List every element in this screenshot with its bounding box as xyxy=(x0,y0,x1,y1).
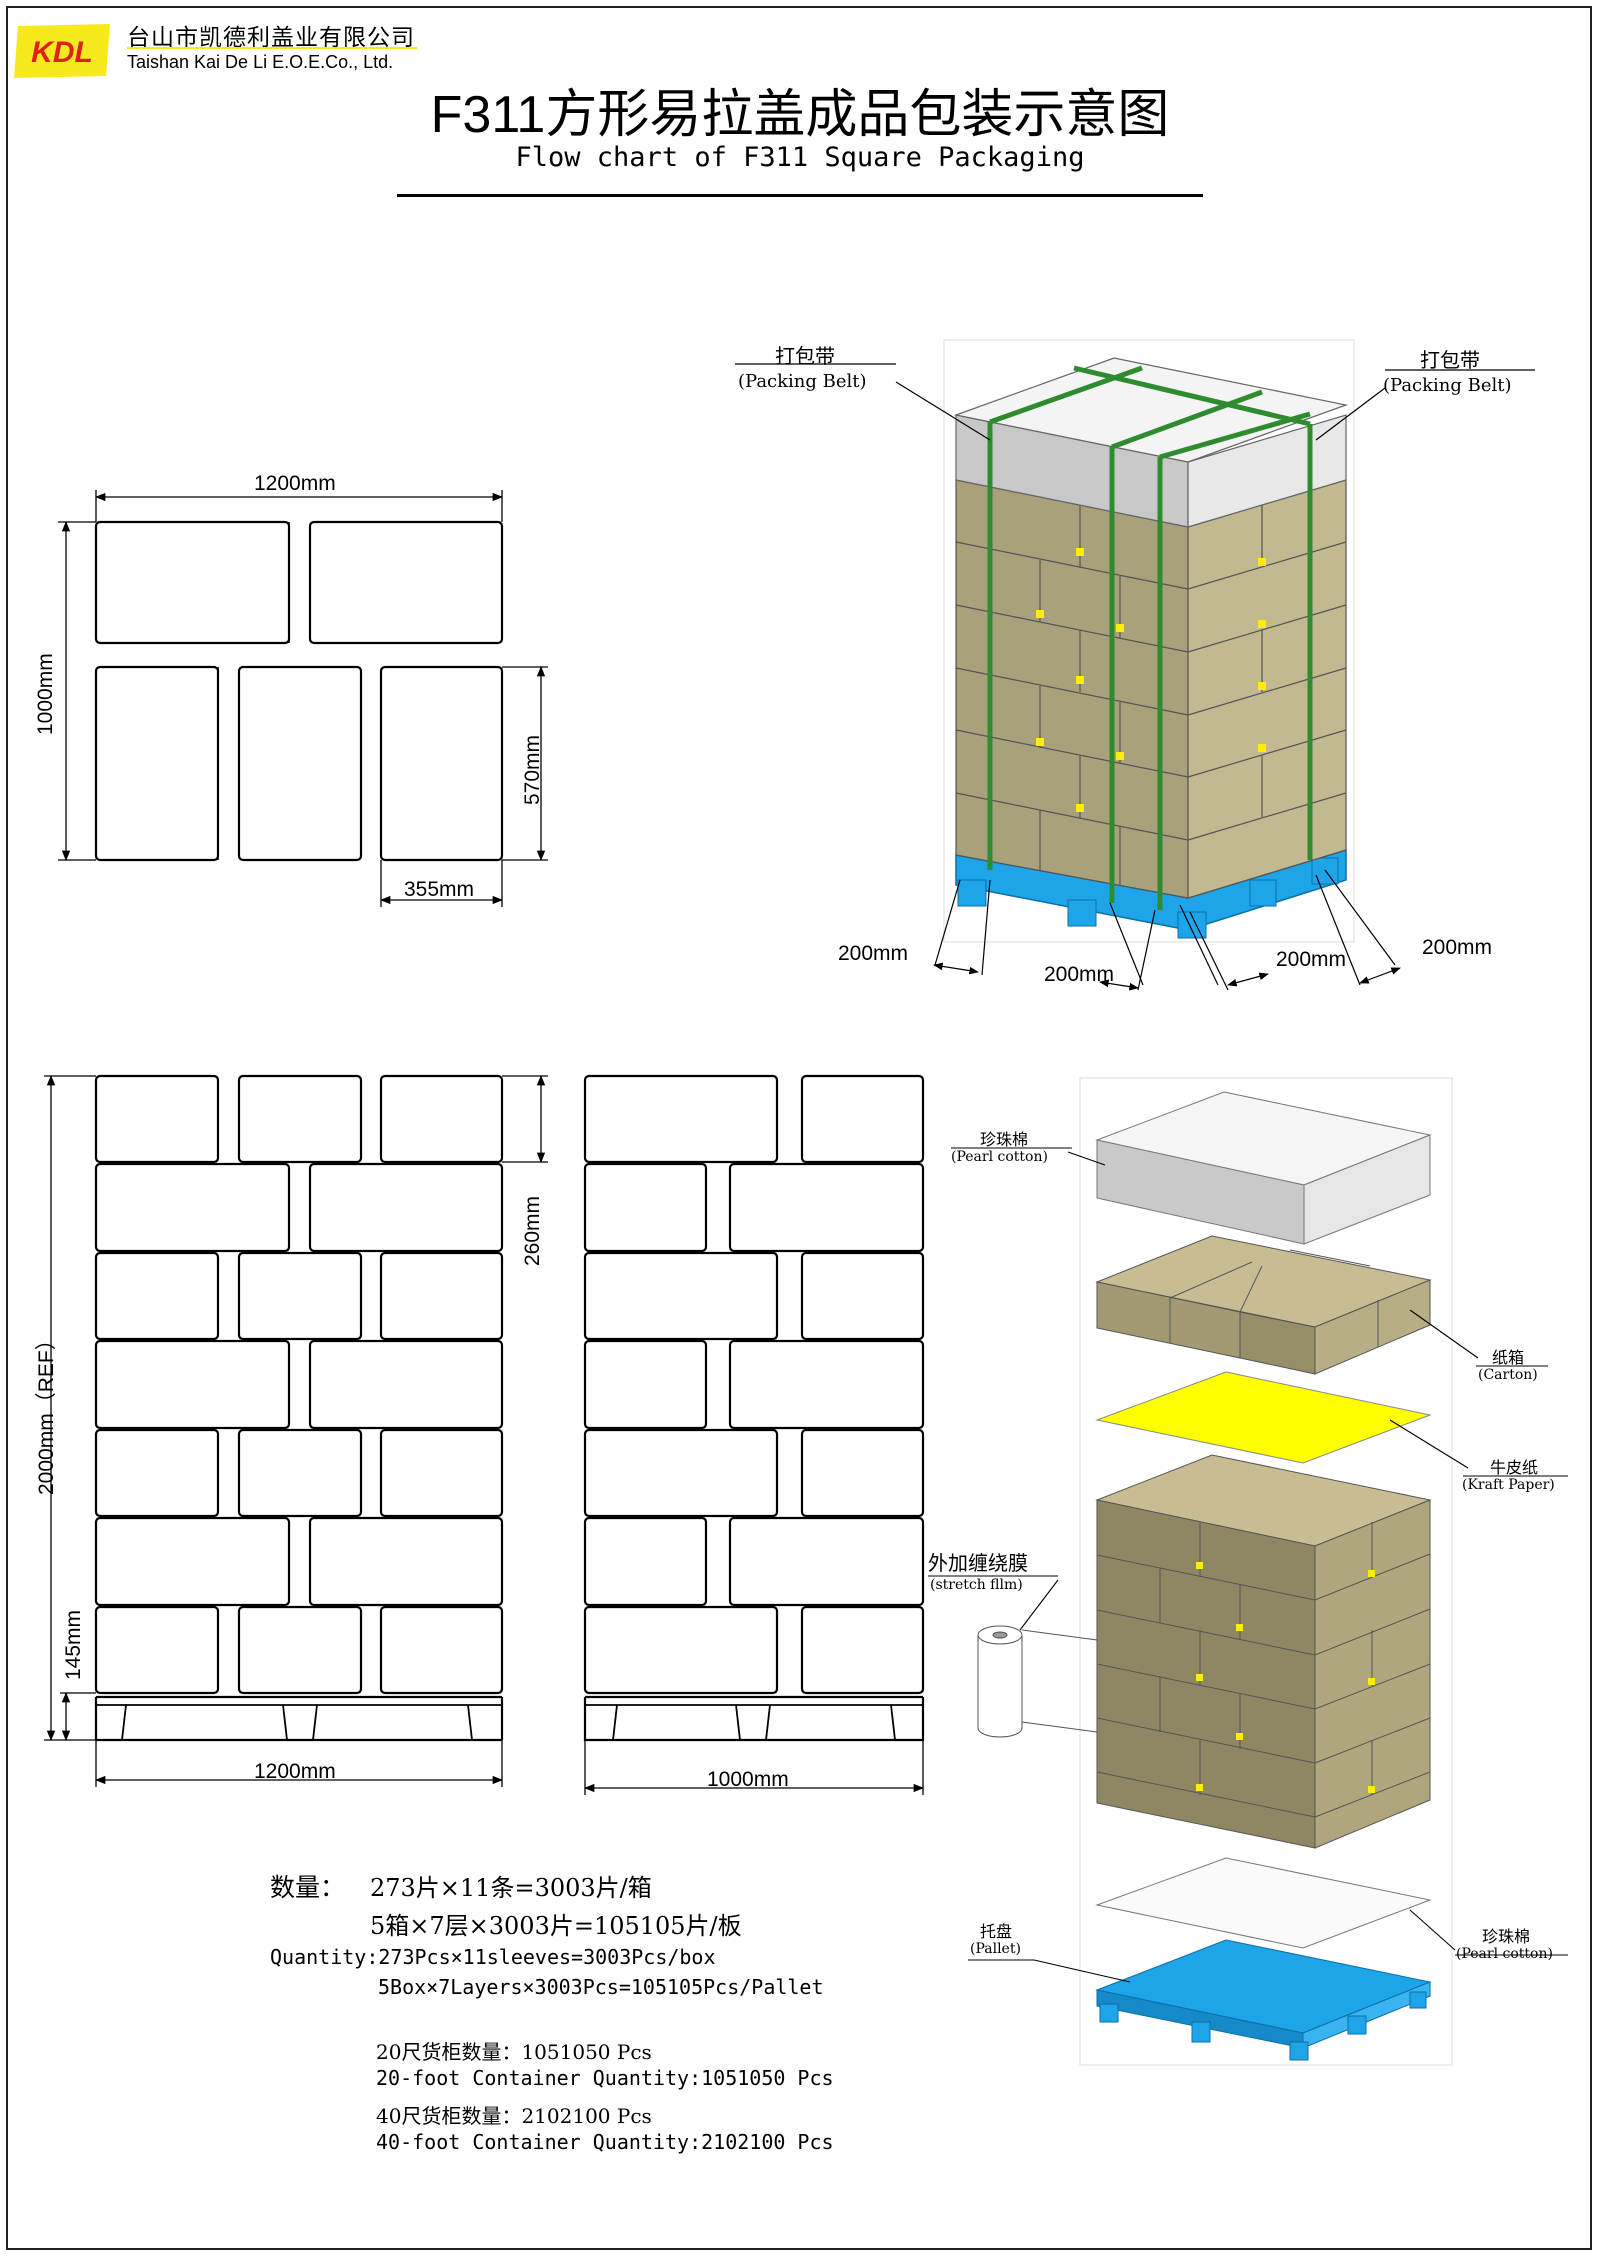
strapped-pallet-leaders xyxy=(735,363,1535,991)
container-40-cn: 40尺货柜数量：2102100 Pcs xyxy=(376,2104,652,2128)
logo-text: KDL xyxy=(31,36,93,69)
quantity-en-line-1: Quantity:273Pcs×11sleeves=3003Pcs/box xyxy=(270,1945,716,1969)
top-plan-view xyxy=(94,520,504,862)
quantity-en-line-2: 5Box×7Layers×3003Pcs=105105Pcs/Pallet xyxy=(378,1975,824,1999)
exploded-leaders xyxy=(928,1147,1568,1983)
belt-spacing-1: 200mm xyxy=(838,942,909,965)
front-view-dims xyxy=(44,1074,548,1787)
dim-side-1000: 1000mm xyxy=(707,1768,789,1791)
dim-box-355: 355mm xyxy=(404,878,475,901)
label-pearl-top-cn: 珍珠棉 xyxy=(980,1130,1029,1149)
belt-spacing-2: 200mm xyxy=(1044,963,1115,986)
label-film-en: (stretch fllm) xyxy=(930,1577,1023,1593)
belt-right-en: (Packing Belt) xyxy=(1383,375,1512,396)
belt-spacing-3: 200mm xyxy=(1276,948,1347,971)
company-underline xyxy=(127,47,417,49)
label-pallet-cn: 托盘 xyxy=(980,1922,1013,1941)
dim-layer-260: 260mm xyxy=(521,1195,544,1266)
top-plan-dims xyxy=(58,490,548,907)
container-20-cn: 20尺货柜数量：1051050 Pcs xyxy=(376,2040,652,2064)
label-film-cn: 外加缠绕膜 xyxy=(928,1551,1028,1575)
title-rule xyxy=(397,194,1203,197)
exploded-view xyxy=(977,1077,1453,2066)
page-frame xyxy=(6,6,1592,2250)
quantity-line-1: 273片×11条=3003片/箱 xyxy=(370,1874,652,1902)
dim-front-1200: 1200mm xyxy=(254,1760,336,1783)
page-title: F311方形易拉盖成品包装示意图 xyxy=(430,86,1170,144)
front-view xyxy=(94,1074,504,1742)
label-pallet-en: (Pallet) xyxy=(970,1941,1021,1957)
dim-depth-1000: 1000mm xyxy=(34,653,57,735)
side-view-dims xyxy=(583,1740,925,1795)
label-pearl-bottom-en: (Pearl cotton) xyxy=(1456,1946,1553,1962)
label-kraft-cn: 牛皮纸 xyxy=(1490,1458,1539,1477)
strapped-pallet-iso xyxy=(943,339,1355,943)
dim-box-570: 570mm xyxy=(521,734,544,805)
label-pearl-bottom-cn: 珍珠棉 xyxy=(1482,1927,1531,1946)
dim-height-2000: 2000mm（REF） xyxy=(35,1329,58,1495)
label-pearl-top-en: (Pearl cotton) xyxy=(951,1149,1048,1165)
quantity-line-2: 5箱×7层×3003片=105105片/板 xyxy=(370,1912,742,1940)
dim-width-1200: 1200mm xyxy=(254,472,336,495)
belt-spacing-4: 200mm xyxy=(1422,936,1493,959)
page-subtitle: Flow chart of F311 Square Packaging xyxy=(515,142,1085,173)
company-name-en: Taishan Kai De Li E.O.E.Co., Ltd. xyxy=(127,52,394,72)
belt-left-en: (Packing Belt) xyxy=(738,371,867,392)
dim-pallet-145: 145mm xyxy=(62,1609,85,1680)
container-40-en: 40-foot Container Quantity:2102100 Pcs xyxy=(376,2130,834,2154)
label-kraft-en: (Kraft Paper) xyxy=(1462,1477,1555,1493)
label-carton-cn: 纸箱 xyxy=(1492,1348,1525,1367)
belt-right-cn: 打包带 xyxy=(1420,348,1480,372)
quantity-label: 数量： xyxy=(270,1873,346,1902)
side-view xyxy=(583,1074,925,1742)
belt-left-cn: 打包带 xyxy=(775,344,835,368)
kdl-logo: KDL xyxy=(12,20,112,80)
container-20-en: 20-foot Container Quantity:1051050 Pcs xyxy=(376,2066,834,2090)
label-carton-en: (Carton) xyxy=(1478,1367,1538,1383)
company-name-cn: 台山市凯德利盖业有限公司 xyxy=(127,25,415,51)
